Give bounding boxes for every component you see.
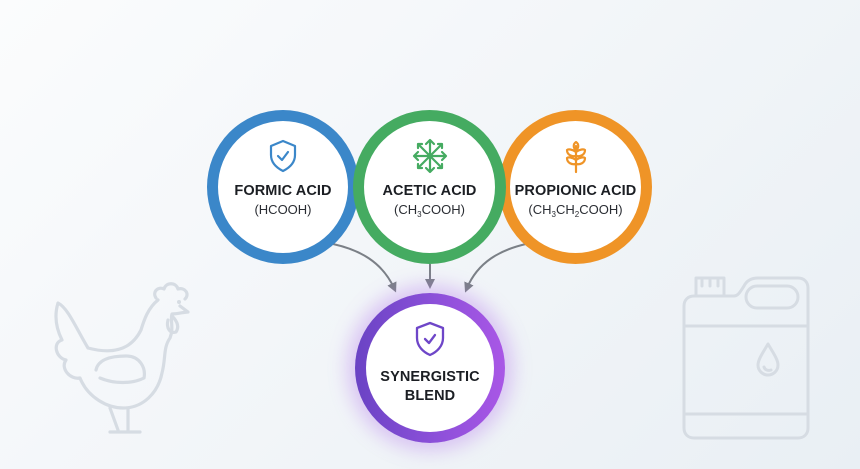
propionic-acid-node: PROPIONIC ACID (CH3CH2COOH): [499, 110, 652, 264]
arrow-propionic-to-blend: [464, 243, 527, 293]
shield-check-icon: [414, 321, 446, 357]
propionic-acid-formula: (CH3CH2COOH): [528, 202, 623, 219]
shield-check-icon: [268, 139, 298, 173]
arrows-burst-icon: [412, 138, 448, 174]
arrow-formic-to-blend: [332, 243, 397, 293]
chicken-icon: [54, 282, 190, 434]
synergistic-blend-label: SYNERGISTIC BLEND: [380, 369, 480, 404]
propionic-acid-label: PROPIONIC ACID: [514, 183, 637, 199]
acetic-acid-label: ACETIC ACID: [382, 183, 477, 199]
jerrycan-icon: [682, 276, 810, 440]
formic-acid-formula: (HCOOH): [254, 202, 312, 217]
wheat-grain-icon: [563, 139, 589, 174]
synergistic-blend-node: SYNERGISTIC BLEND: [355, 293, 505, 443]
formic-acid-node: FORMIC ACID (HCOOH): [207, 110, 359, 264]
acetic-acid-formula: (CH3COOH): [394, 202, 465, 219]
acetic-acid-node: ACETIC ACID (CH3COOH): [353, 110, 506, 264]
formic-acid-label: FORMIC ACID: [234, 183, 332, 199]
